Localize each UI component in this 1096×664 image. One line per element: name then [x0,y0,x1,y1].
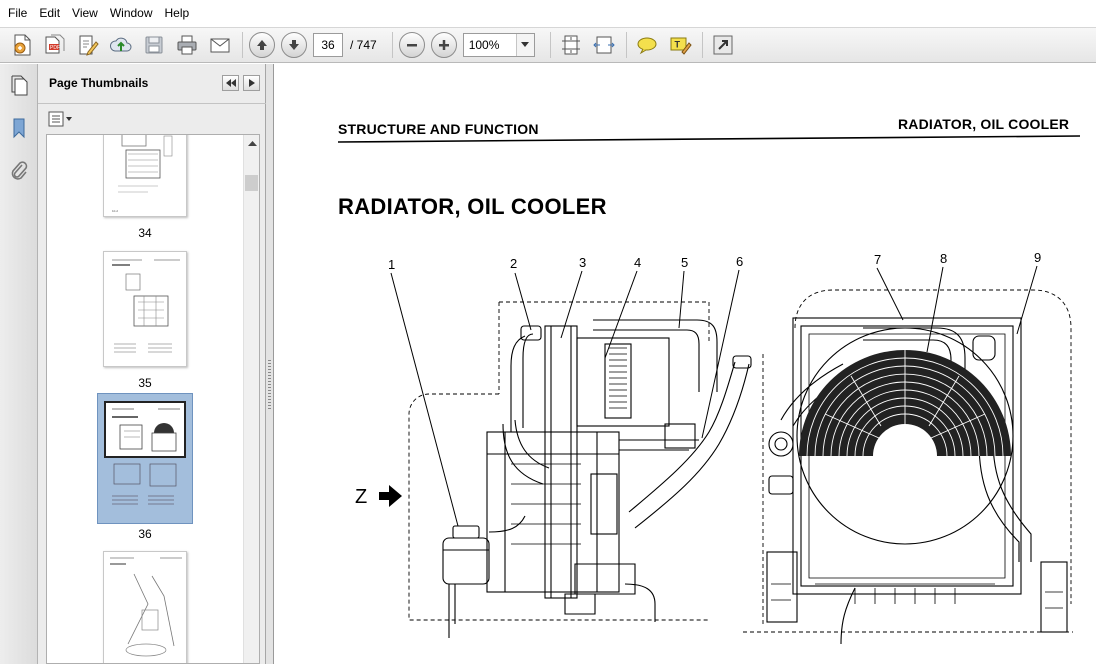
navigation-pane-buttons [0,64,38,664]
menu-file[interactable]: File [8,6,28,20]
save-icon[interactable] [140,31,168,59]
zoom-out-icon[interactable] [398,32,425,58]
fullscreen-icon[interactable] [709,31,737,59]
leader-lines [390,265,1038,527]
options-menu-icon[interactable] [48,110,74,128]
page-count: / 747 [350,38,377,52]
svg-text:T: T [674,40,680,50]
thumbnail-page[interactable] [103,551,187,663]
menu-edit[interactable]: Edit [39,6,61,20]
splitter-grip[interactable] [268,360,271,410]
comment-icon[interactable] [633,31,661,59]
zoom-in-icon[interactable] [430,32,457,58]
fan-shroud-fins [799,350,1011,457]
svg-text:PDF: PDF [50,45,60,51]
fit-page-icon[interactable] [557,31,585,59]
machine-outline-right [743,289,1073,633]
thumbnail-page[interactable] [103,251,187,367]
toolbar-divider [242,32,243,58]
collapse-panel-icon[interactable] [222,75,239,91]
toolbar: PDF / 747 T [0,27,1096,63]
panel-splitter[interactable] [266,64,274,664]
menu-window[interactable]: Window [109,6,153,20]
combine-files-icon[interactable]: PDF [41,31,69,59]
page-header-section: STRUCTURE AND FUNCTION [338,121,539,137]
technical-drawing: 1 2 3 4 5 6 7 8 9 [337,135,1081,645]
toolbar-divider [549,32,551,58]
panel-header: Page Thumbnails [38,64,266,104]
fit-width-icon[interactable] [590,31,618,59]
chevron-down-icon[interactable] [515,34,534,56]
view-direction-label: Z [355,486,368,508]
thumbnail-scrollbar[interactable] [243,135,259,663]
upload-icon[interactable] [107,31,135,59]
callout-number: 9 [1034,250,1041,265]
next-page-icon[interactable] [281,32,307,58]
page-number-input[interactable] [313,33,343,57]
toolbar-divider [701,32,703,58]
scroll-thumb[interactable] [245,175,258,191]
menu-help[interactable]: Help [164,6,190,20]
scroll-up-icon[interactable] [244,135,259,151]
thumbnail-label: 34 [138,226,152,240]
bookmark-icon[interactable] [7,115,31,141]
svg-text:10-2: 10-2 [112,209,118,213]
callout-number: 2 [510,256,517,271]
attachment-icon[interactable] [7,158,31,184]
pages-icon[interactable] [7,73,31,99]
thumbnail-list: 10-2 34 35 [46,134,260,664]
callout-number: 4 [634,255,641,270]
zoom-input[interactable] [463,34,516,56]
thumbnail-page-lower [104,460,186,518]
header-rule [337,135,1081,143]
email-icon[interactable] [206,31,234,59]
thumbnail-panel: Page Thumbnails 10-2 34 [38,64,266,664]
thumbnail-selected[interactable] [97,393,193,524]
callout-number: 6 [736,254,743,269]
view-arrow-icon [379,485,402,507]
edit-icon[interactable] [74,31,102,59]
machine-outline-left [408,301,710,621]
create-pdf-icon[interactable] [8,31,36,59]
page-header-topic: RADIATOR, OIL COOLER [898,116,1070,132]
print-icon[interactable] [173,31,201,59]
thumbnail-page-current-view[interactable] [104,401,186,458]
highlight-text-icon[interactable]: T [666,31,694,59]
menu-bar: File Edit View Window Help [0,0,1096,27]
zoom-select[interactable] [462,33,535,57]
callout-number: 8 [940,251,947,266]
thumbnail-page[interactable]: 10-2 [103,135,187,217]
previous-page-icon[interactable] [249,32,275,58]
reservoir-tank [442,515,526,638]
panel-title: Page Thumbnails [49,76,149,90]
radiator-front-view [766,317,1068,645]
toolbar-divider [391,32,393,58]
toolbar-divider [625,32,627,58]
callout-number: 3 [579,255,586,270]
radiator-side-view [486,319,752,622]
menu-view[interactable]: View [72,6,98,20]
callout-number: 5 [681,255,688,270]
page-title: RADIATOR, OIL COOLER [338,194,607,219]
callout-number: 1 [388,257,395,272]
thumbnail-label: 36 [138,527,152,541]
document-view: STRUCTURE AND FUNCTION RADIATOR, OIL COO… [275,64,1096,664]
thumbnail-label: 35 [138,376,152,390]
expand-panel-icon[interactable] [243,75,260,91]
callout-number: 7 [874,252,881,267]
